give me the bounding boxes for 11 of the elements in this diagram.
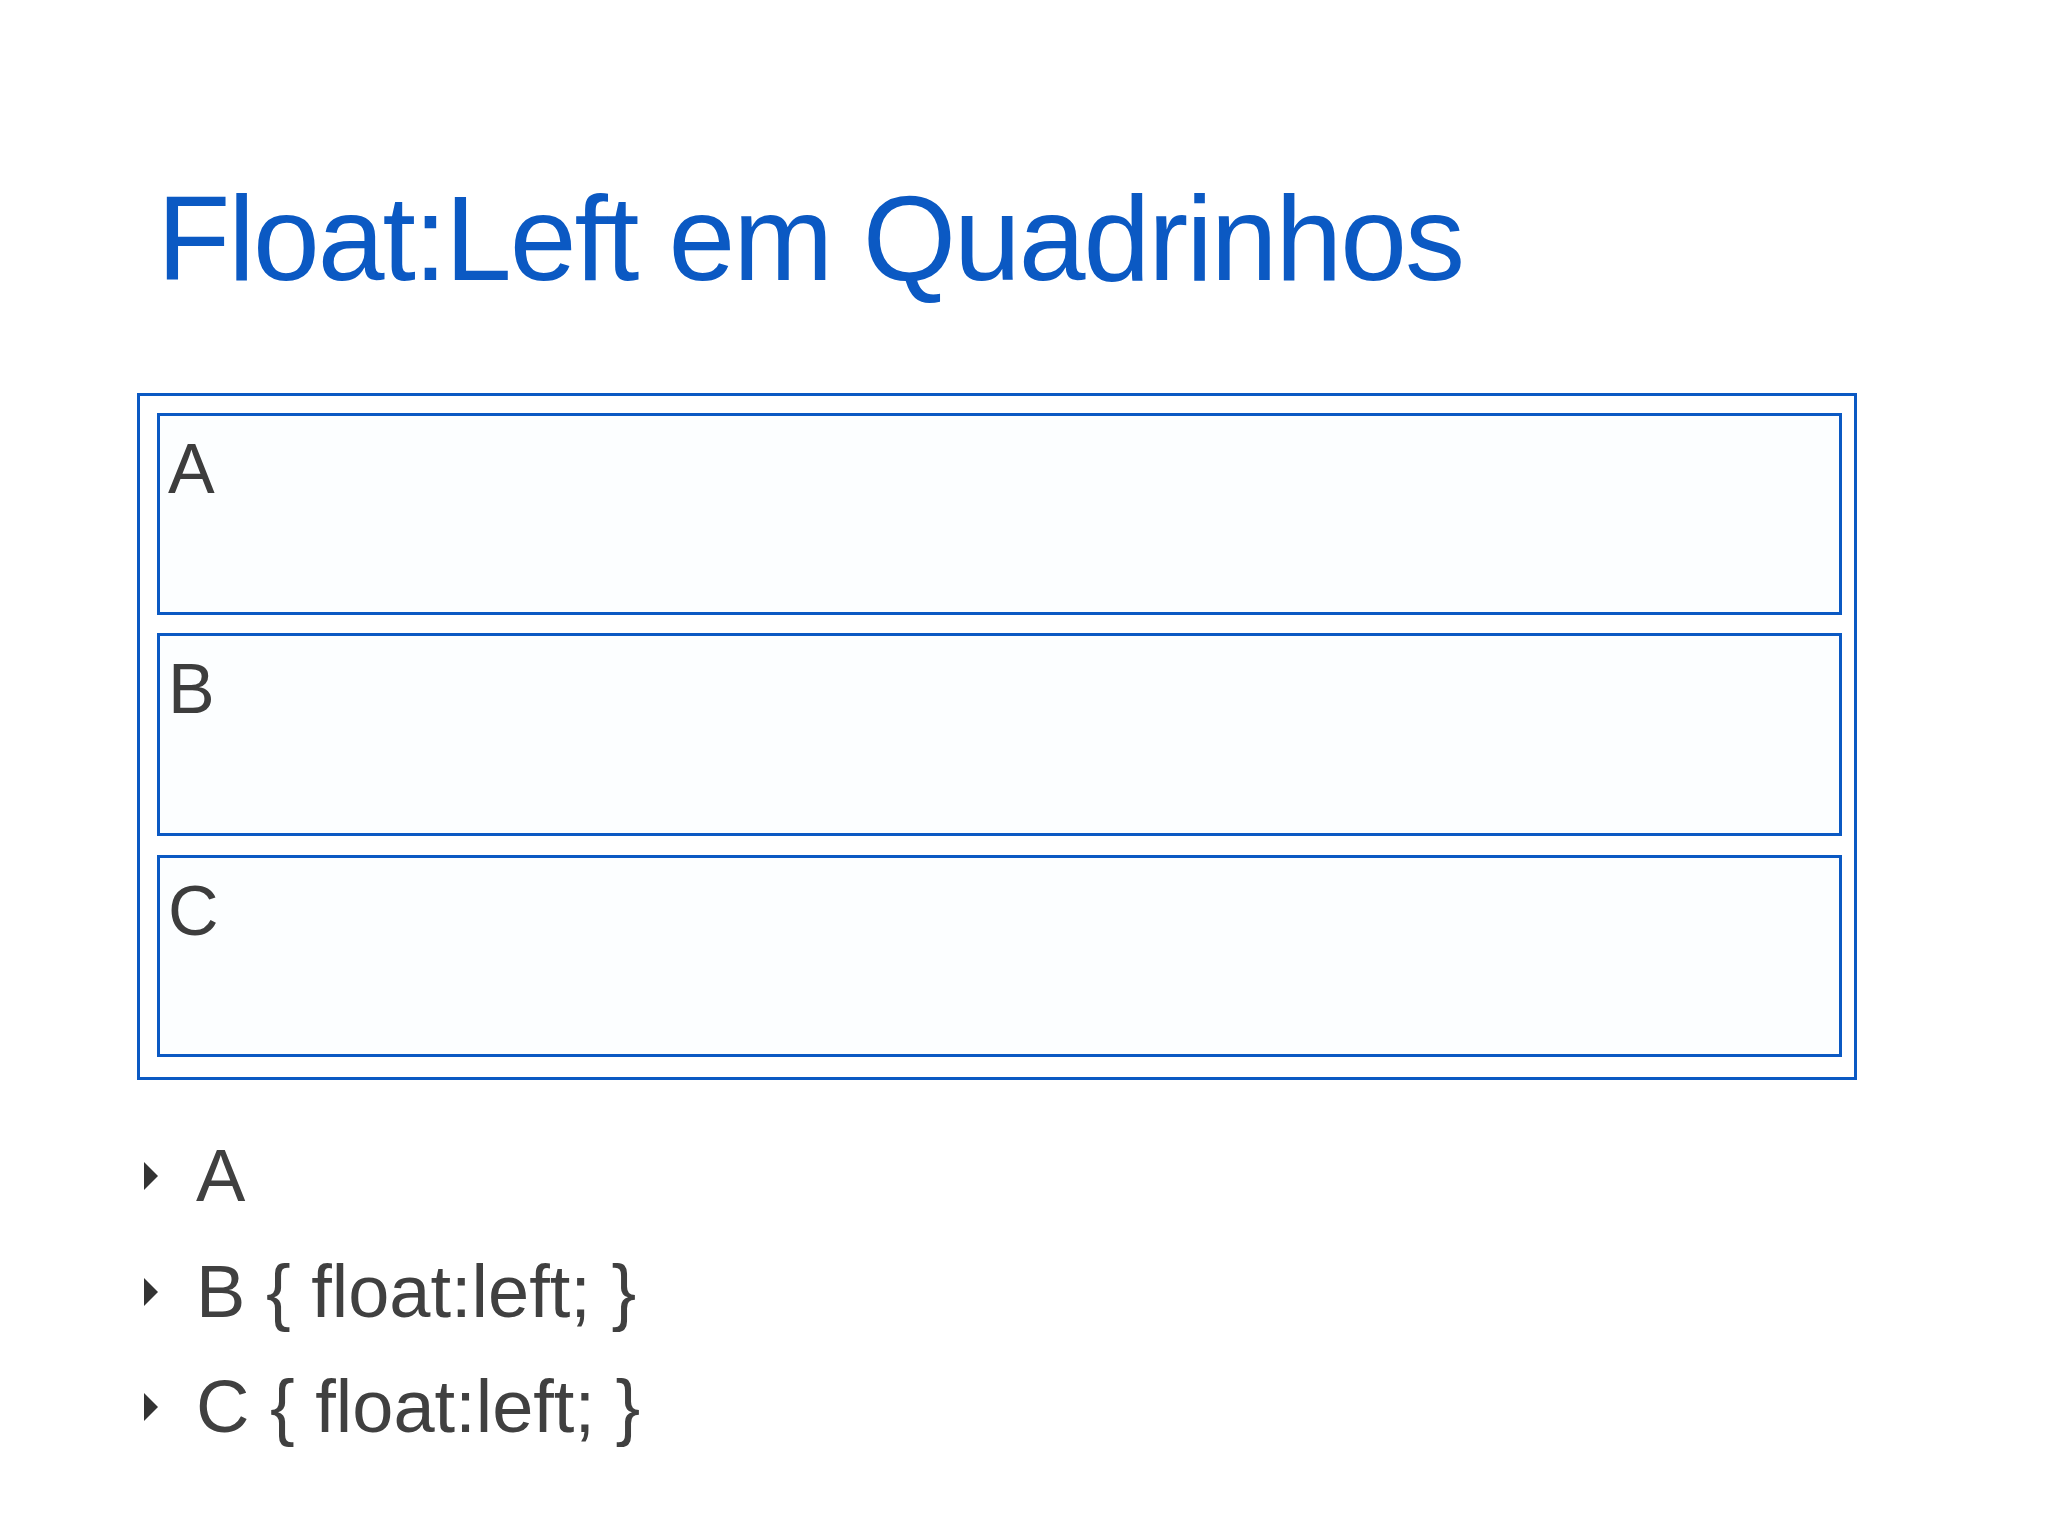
content-block [157, 413, 1842, 615]
outer-container [137, 393, 1857, 1080]
list-item-text: A [196, 1133, 246, 1219]
block-label: A [168, 429, 215, 510]
slide-title: Float:Left em Quadrinhos [156, 170, 1465, 307]
block-label: C [168, 871, 219, 952]
block-label: B [168, 649, 215, 730]
content-block [157, 855, 1842, 1057]
list-item-text: B { float:left; } [196, 1249, 637, 1335]
content-block [157, 633, 1842, 836]
list-item-text: C { float:left; } [196, 1364, 641, 1450]
